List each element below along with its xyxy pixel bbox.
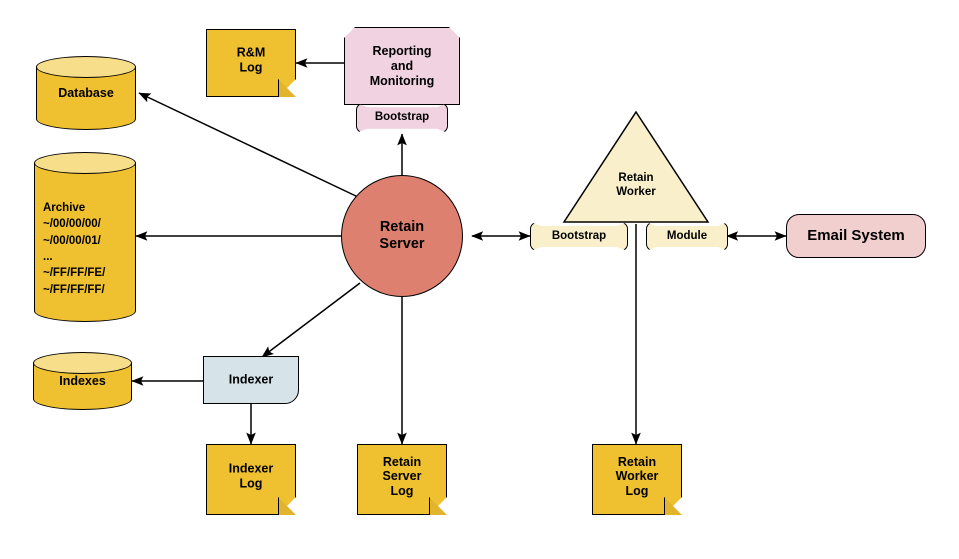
node-retain-worker-log[interactable]: Retain Worker Log [592,444,682,515]
rounded-rect-shape [786,214,926,258]
node-retain-worker-label: Retain Worker [616,172,656,198]
circle-shape [341,175,463,297]
node-archive[interactable]: Archive ~/00/00/00/ ~/00/00/01/ ... ~/FF… [34,152,136,322]
edge-server-to-database [138,92,359,198]
indexer-box-shape [203,356,299,404]
node-retain-server[interactable]: Retain Server [341,175,463,297]
cylinder-shape [36,56,136,130]
cylinder-shape [34,152,136,322]
node-retain-server-log[interactable]: Retain Server Log [357,444,447,515]
node-rm-log-label: R&M Log [236,45,266,75]
node-archive-paths: Archive ~/00/00/00/ ~/00/00/01/ ... ~/FF… [43,202,106,296]
node-worker-bootstrap[interactable]: Bootstrap [530,222,628,251]
node-reporting-bootstrap[interactable]: Bootstrap [356,103,448,133]
node-database[interactable]: Database [36,56,136,130]
node-indexes[interactable]: Indexes [33,352,132,410]
cylinder-shape [33,352,132,410]
triangle-shape [562,110,710,223]
node-database-label: Database [58,86,114,100]
node-retain-worker[interactable]: Retain Worker [562,110,710,224]
node-email-system-label: Email System [807,227,905,245]
node-indexer[interactable]: Indexer [203,356,299,404]
node-email-system[interactable]: Email System [786,214,926,258]
node-indexer-log-label: Indexer Log [228,461,274,490]
node-retain-worker-log-label: Retain Worker Log [615,454,659,499]
node-worker-bootstrap-label: Bootstrap [551,229,607,242]
node-retain-server-label: Retain Server [379,218,425,252]
node-reporting-bootstrap-label: Bootstrap [374,111,430,124]
node-reporting-label: Reporting and Monitoring [369,43,435,88]
node-indexer-label: Indexer [228,372,274,387]
node-rm-log[interactable]: R&M Log [206,29,296,97]
node-worker-module-label: Module [666,229,708,242]
octagon-shape [344,27,460,105]
node-reporting-and-monitoring[interactable]: Reporting and Monitoring [344,27,460,105]
node-retain-server-log-label: Retain Server Log [382,454,422,499]
node-indexes-label: Indexes [59,374,106,388]
node-indexer-log[interactable]: Indexer Log [206,444,296,515]
node-worker-module[interactable]: Module [646,222,728,251]
